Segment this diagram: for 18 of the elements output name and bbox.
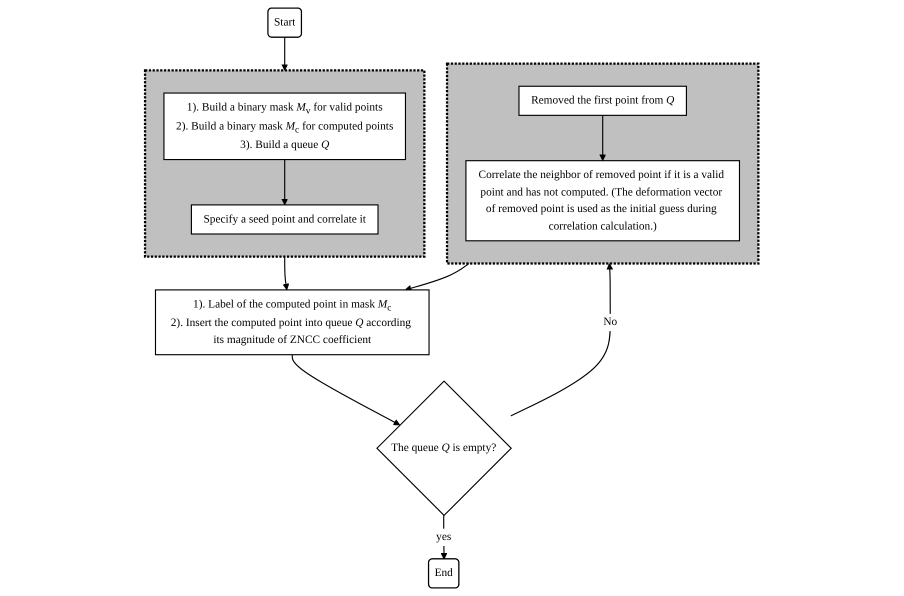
node-diamond: The queue Q is empty? [376, 380, 512, 516]
edge-label: No [604, 316, 618, 328]
arrow [510, 263, 614, 416]
node-box: 1). Build a binary mask M$_{v}$ for valid points 2). Build a binary mask M$_{c}$ for computed points 3). Build a queue Q [164, 92, 406, 160]
arrow [292, 354, 400, 426]
edge-label: yes [436, 530, 452, 543]
arrow [600, 115, 606, 161]
cluster [144, 69, 426, 258]
arrow [282, 37, 288, 71]
node-box: Correlate the neighbor of removed point if it is a valid point and has not computed. (The deformation vector of removed point is used as the initial guess during correlation calculation.) [466, 160, 740, 242]
cluster [446, 62, 760, 265]
arrow [282, 160, 288, 206]
arrow [405, 263, 470, 292]
node-box: Specify a seed point and correlate it [191, 204, 379, 235]
arrow [282, 256, 290, 290]
node-box: 1). Label of the computed point in mask M$_{c}$ 2). Insert the computed point into queue Q according its magnitude of ZNCC coefficient [155, 289, 430, 356]
node-box: Removed the first point from Q [518, 86, 688, 116]
arrow [440, 515, 448, 560]
